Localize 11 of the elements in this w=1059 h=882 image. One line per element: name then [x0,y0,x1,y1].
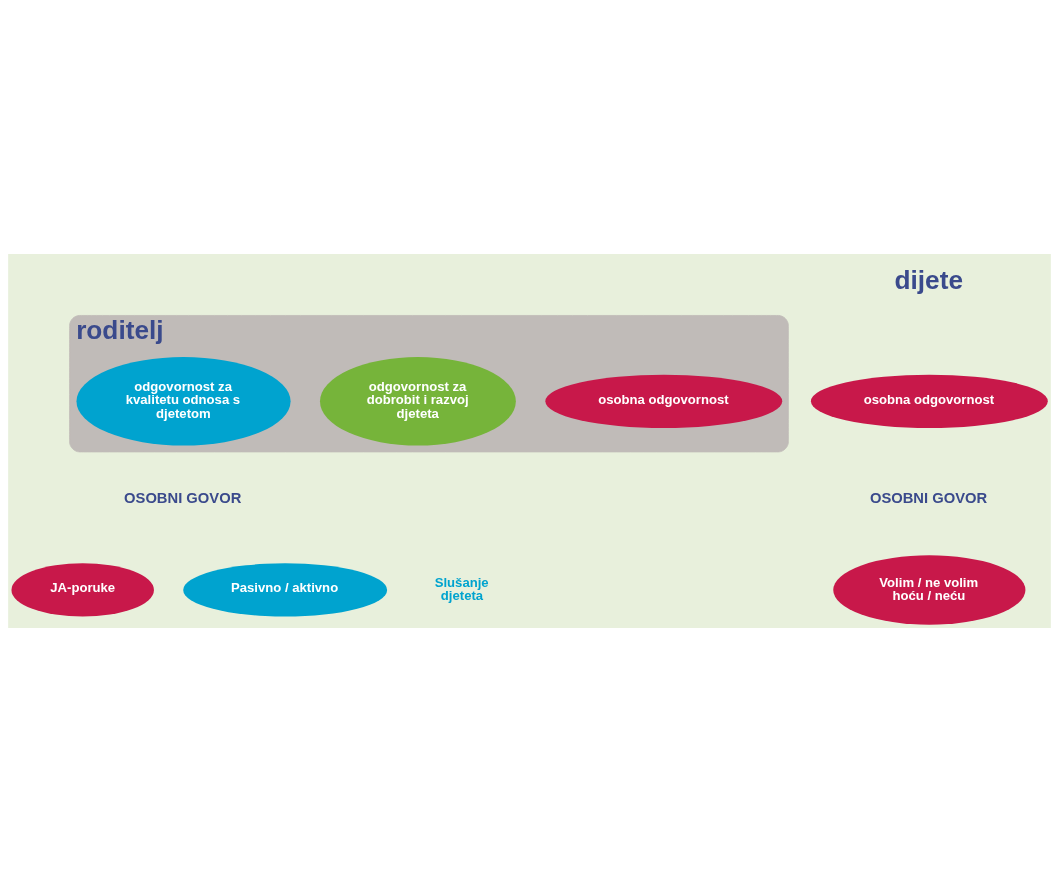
node-ellipse: odgovornost za kvalitetu odnosa s djetetom [76,357,291,446]
label: dijete [894,264,963,295]
node-label: Slušanje djeteta [434,574,489,603]
label: OSOBNI GOVOR [124,490,242,507]
node-ellipse: Volim / ne volim hoću / neću [833,555,1026,625]
node-ellipse: osobna odgovornost [545,374,783,428]
node-ellipse: JA-poruke [11,563,154,617]
label: OSOBNI GOVOR [869,490,988,507]
node-ellipse: osobna odgovornost [810,374,1048,428]
node-ellipse: odgovornost za dobrobit i razvoj djeteta [320,357,516,446]
node-ellipse: Pasivno / aktivno [183,563,388,617]
